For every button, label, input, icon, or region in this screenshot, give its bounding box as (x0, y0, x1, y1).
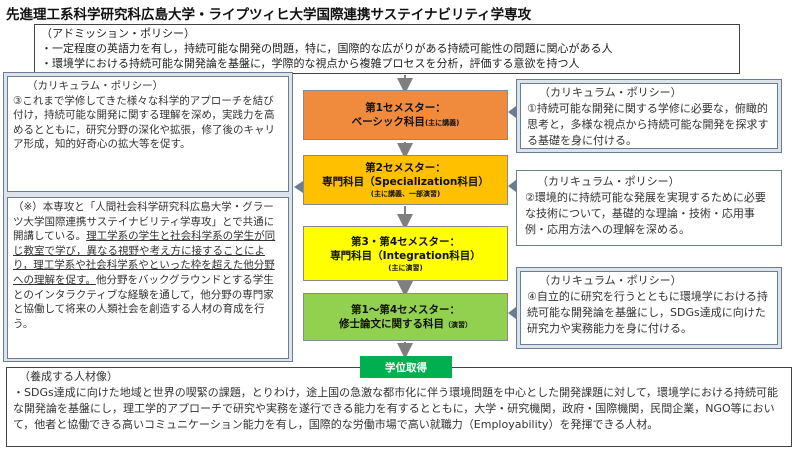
semester-2-box: 第2セメスター： 専門科目（Specialization科目） (主に講義、一部… (303, 155, 508, 205)
human-resources-text: ・SDGs達成に向けた地域と世界の喫緊の課題，とりわけ，途上国の急激な都市化に伴… (13, 386, 779, 431)
thesis-format: （演習） (444, 320, 472, 329)
joint-course-note-underlined: 理工学系の学生と社会科学系の学生が同じ教室で学び，異なる視野や考え方に接すること… (13, 230, 276, 286)
degree-label: 学位取得 (360, 356, 452, 378)
right-pointer-1 (508, 106, 516, 118)
semester-1-box: 第1セメスター： ベーシック科目(主に講義) (303, 90, 508, 140)
curriculum-policy-2-text: ②環境的に持続可能な発展を実現するために必要な技術について，基礎的な理論・技術・… (525, 191, 766, 236)
semester-1-format: (主に講義) (424, 118, 460, 127)
thesis-period: 第1～第4セメスター： (351, 303, 460, 316)
curriculum-policy-2-heading: （カリキュラム・ポリシー） (537, 175, 680, 188)
curriculum-policy-1-box: （カリキュラム・ポリシー） ①持続可能な開発に関する学修に必要な，俯瞰的思考と，… (520, 83, 778, 149)
human-resources-box: （養成する人材像） ・SDGs達成に向けた地域と世界の喫緊の課題，とりわけ，途上… (6, 367, 792, 447)
semester-2-format: (主に講義、一部演習) (370, 190, 441, 198)
curriculum-policy-3-text: ③これまで学修してきた様々な科学的アプローチを結び付け，持続可能な開発に関する理… (13, 94, 275, 151)
semester-3-4-format: (主に演習) (388, 263, 423, 272)
curriculum-policy-4-text: ④自立的に研究を行うとともに環境学における持続可能な開発論を基盤にし，SDGs達… (527, 290, 768, 335)
semester-1-subject: ベーシック科目 (351, 115, 425, 128)
semester-2-period: 第2セメスター： (365, 162, 446, 174)
human-resources-heading: （養成する人材像） (19, 370, 118, 383)
right-pointer-4 (508, 307, 516, 319)
joint-course-note-tail: 他分野をバックグラウンドとする学生とのインタラクティブな経験を通して，他分野の専… (13, 273, 274, 330)
admission-policy-line-1: ・一定程度の英語力を有し，持続可能な開発の問題，特に，国際的な広がりがある持続可… (41, 42, 613, 55)
right-pointer-2 (508, 180, 516, 192)
curriculum-policy-1-text: ①持続可能な開発に関する学修に必要な，俯瞰的思考と，多様な視点から持続可能な開発… (527, 102, 769, 147)
thesis-subject: 修士論文に関する科目 (339, 317, 444, 330)
admission-policy-box: （アドミッション・ポリシー） ・一定程度の英語力を有し，持続可能な開発の問題，特… (34, 24, 740, 74)
curriculum-policy-1-outer: （カリキュラム・ポリシー） ①持続可能な開発に関する学修に必要な，俯瞰的思考と，… (516, 79, 782, 153)
semester-3-4-box: 第3・第4セメスター： 専門科目（Integration科目） (主に演習) (303, 226, 508, 281)
thesis-box: 第1～第4セメスター： 修士論文に関する科目（演習） (303, 293, 508, 341)
curriculum-policy-4-box: （カリキュラム・ポリシー） ④自立的に研究を行うとともに環境学における持続可能な… (520, 271, 778, 345)
curriculum-policy-3-box: （カリキュラム・ポリシー） ③これまで学修してきた様々な科学的アプローチを結び付… (7, 76, 289, 192)
semester-2-subject: 専門科目（Specialization科目） (322, 176, 489, 188)
joint-course-note-text: （※）本専攻と「人間社会科学研究科広島大学・グラーツ大学国際連携サステイナビリテ… (13, 201, 275, 243)
admission-policy-heading: （アドミッション・ポリシー） (41, 27, 195, 40)
curriculum-policy-4-outer: （カリキュラム・ポリシー） ④自立的に研究を行うとともに環境学における持続可能な… (516, 267, 782, 349)
semester-3-4-subject: 専門科目（Integration科目） (330, 249, 481, 262)
joint-course-note-box: （※）本専攻と「人間社会科学研究科広島大学・グラーツ大学国際連携サステイナビリテ… (7, 197, 289, 359)
left-policy-panel: （カリキュラム・ポリシー） ③これまで学修してきた様々な科学的アプローチを結び付… (3, 72, 293, 362)
curriculum-policy-1-heading: （カリキュラム・ポリシー） (539, 86, 682, 99)
semester-3-4-period: 第3・第4セメスター： (351, 235, 460, 248)
curriculum-policy-4-heading: （カリキュラム・ポリシー） (539, 274, 682, 287)
curriculum-policy-3-heading: （カリキュラム・ポリシー） (27, 80, 164, 92)
page-title: 先進理工系科学研究科広島大学・ライプツィヒ大学国際連携サステイナビリティ学専攻 (6, 7, 532, 23)
curriculum-policy-2-box: （カリキュラム・ポリシー） ②環境的に持続可能な発展を実現するために必要な技術に… (516, 170, 782, 246)
left-pointer (294, 181, 303, 193)
semester-1-period: 第1セメスター： (365, 101, 446, 114)
admission-policy-line-2: ・環境学における持続可能な開発論を基盤に，学際的な視点から複雑プロセスを分析，評… (41, 57, 580, 70)
